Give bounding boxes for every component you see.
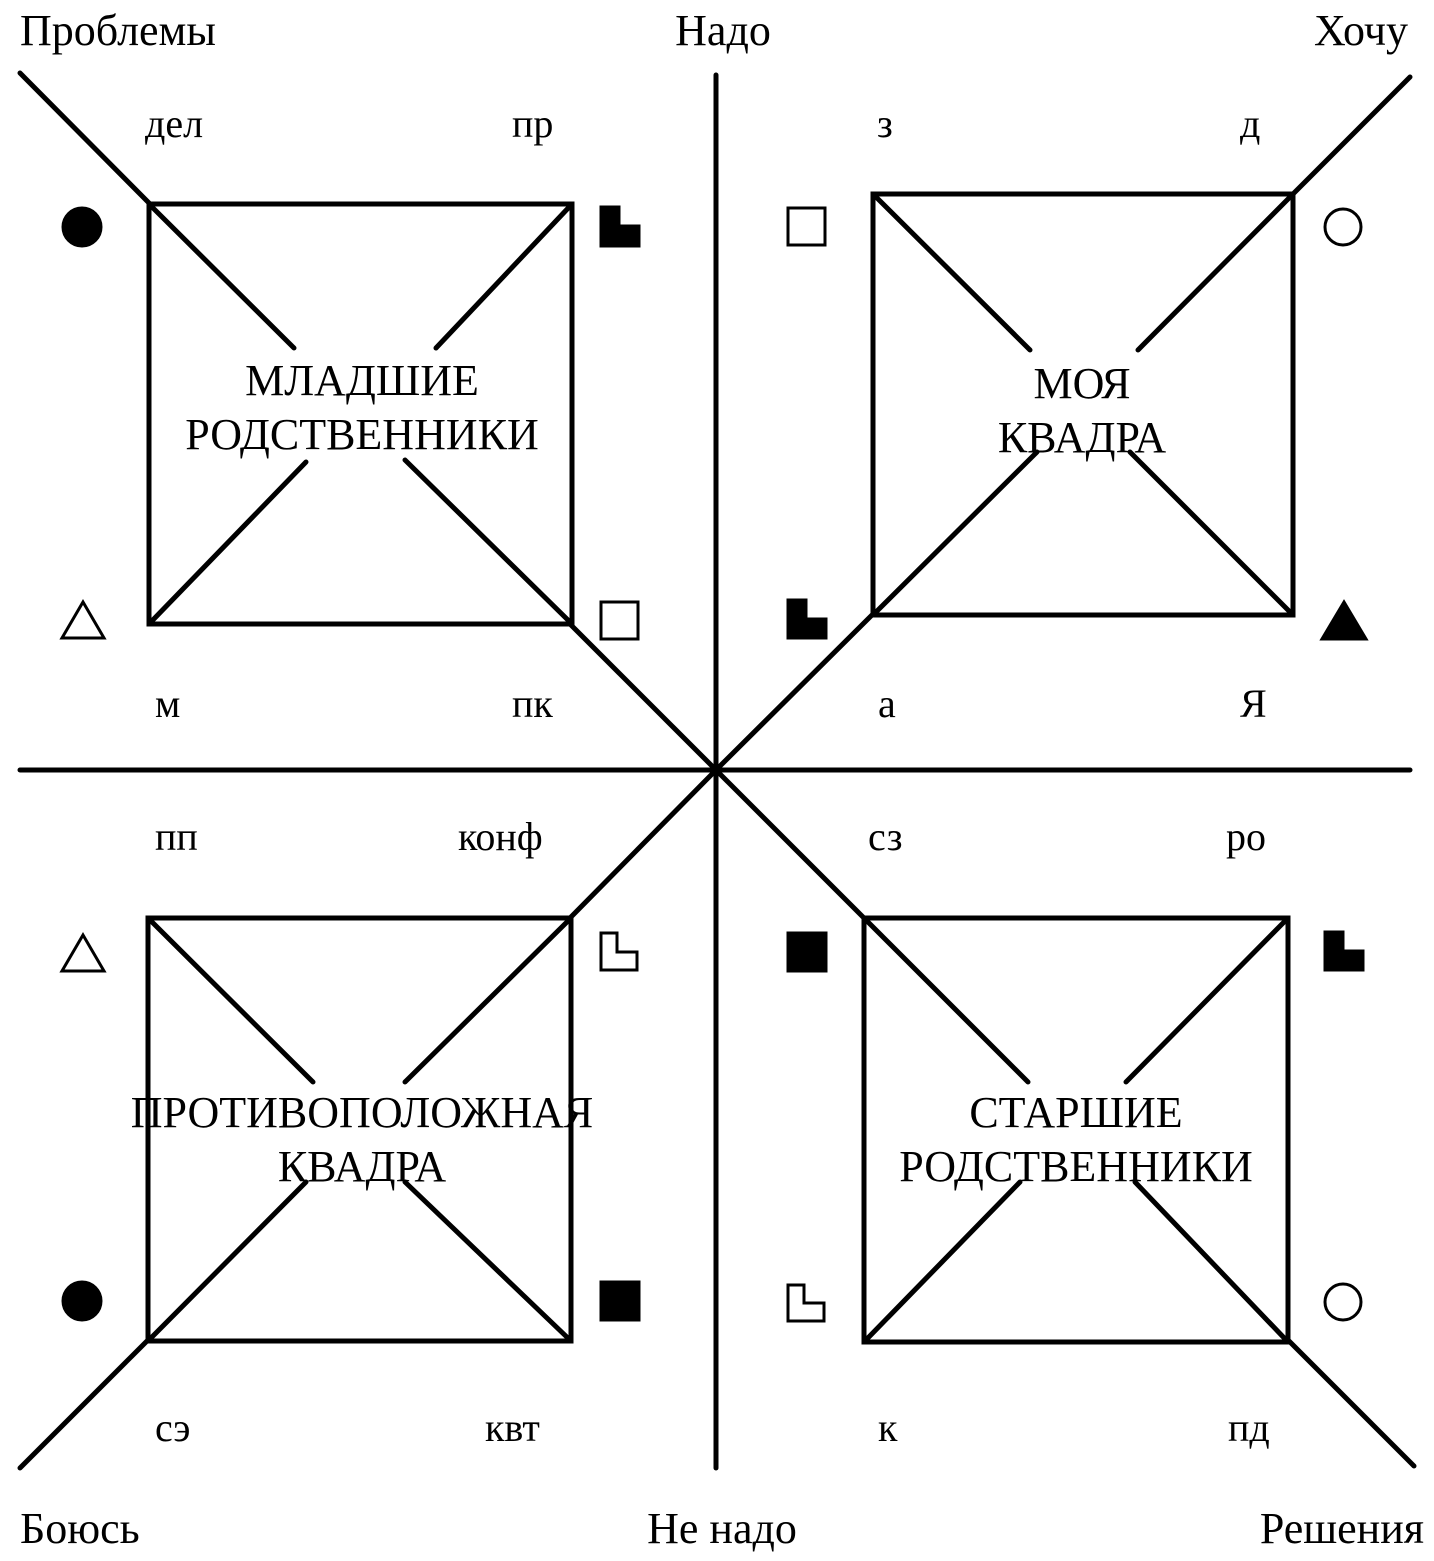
label-top-left: дел [145, 101, 203, 146]
label-bottom-right: Я [1240, 681, 1267, 726]
filled-triangle-icon [1319, 599, 1369, 641]
label-bottom-right: пк [512, 681, 553, 726]
filled-square-icon [786, 931, 828, 973]
open-step-icon [786, 1283, 826, 1323]
quadrant-bottom-right: СТАРШИЕ РОДСТВЕННИКИ сз ро к пд [786, 814, 1365, 1450]
box-diagonal [870, 449, 1040, 618]
label-top-right: конф [458, 814, 543, 859]
box-diagonal [146, 201, 297, 351]
filled-step-icon [786, 598, 828, 640]
quadrant-title-line2: РОДСТВЕННИКИ [899, 1142, 1253, 1191]
box-diagonal [145, 915, 316, 1085]
box-diagonal [1135, 191, 1296, 353]
label-bottom-right: пд [1228, 1405, 1270, 1450]
diagonal-center-top-right [713, 611, 876, 773]
quadrant-top-left: МЛАДШИЕ РОДСТВЕННИКИ дел пр м пк [59, 101, 641, 726]
open-circle-icon [1323, 207, 1363, 247]
filled-square-icon [599, 1280, 641, 1322]
label-top-left: сз [868, 814, 903, 859]
box-diagonal [870, 191, 1033, 353]
box-diagonal [1127, 449, 1296, 618]
box-diagonal [145, 1179, 309, 1344]
diagonal-top-left [17, 70, 153, 207]
label-no-need: Не надо [647, 1504, 797, 1553]
quadrant-title-line2: КВАДРА [998, 413, 1167, 462]
open-triangle-icon [59, 599, 107, 640]
box-diagonal [402, 915, 574, 1085]
quadrant-title-line1: ПРОТИВОПОЛОЖНАЯ [131, 1088, 594, 1137]
label-bottom-left: а [878, 681, 896, 726]
open-square-icon [599, 600, 640, 641]
quadrant-box [146, 201, 575, 627]
label-fear: Боюсь [20, 1504, 140, 1553]
quadrant-bottom-left: ПРОТИВОПОЛОЖНАЯ КВАДРА пп конф сэ квт [59, 814, 641, 1450]
diagonal-center-top-left [567, 621, 719, 773]
diagonal-center-bottom-left [567, 767, 719, 921]
box-diagonal [402, 1179, 574, 1344]
diagonal-center-bottom-right [713, 767, 867, 921]
quadrant-title-line1: СТАРШИЕ [969, 1088, 1182, 1137]
label-bottom-left: к [878, 1405, 898, 1450]
quadrant-top-right: МОЯ КВАДРА з д а Я [786, 101, 1369, 726]
label-top-right: д [1240, 101, 1260, 146]
quadrant-title-line2: КВАДРА [278, 1142, 447, 1191]
label-top-left: з [877, 101, 893, 146]
quadrant-box [145, 915, 574, 1344]
label-want: Хочу [1314, 6, 1408, 55]
open-circle-icon [1323, 1282, 1363, 1322]
label-top-right: ро [1226, 814, 1266, 859]
box-diagonal [1123, 915, 1291, 1085]
box-diagonal [146, 459, 309, 627]
label-top-right: пр [512, 101, 553, 146]
open-step-icon [599, 931, 639, 972]
filled-circle-icon [61, 206, 103, 248]
diagonal-bottom-right [1285, 1337, 1417, 1469]
label-problems: Проблемы [20, 6, 216, 55]
label-solutions: Решения [1260, 1504, 1424, 1553]
box-diagonal [861, 1179, 1023, 1345]
label-need: Надо [675, 6, 771, 55]
diagonal-bottom-left [17, 1337, 151, 1471]
diagonal-top-right [1290, 74, 1413, 197]
filled-step-icon [1323, 930, 1365, 972]
quadrant-title-line2: РОДСТВЕННИКИ [185, 410, 539, 459]
label-top-left: пп [155, 814, 198, 859]
box-diagonal [1132, 1179, 1291, 1345]
open-triangle-icon [59, 932, 107, 973]
label-bottom-left: сэ [155, 1405, 190, 1450]
quadrant-box [870, 191, 1296, 618]
label-bottom-left: м [155, 681, 180, 726]
open-square-icon [786, 206, 827, 247]
filled-circle-icon [61, 1280, 103, 1322]
label-bottom-right: квт [485, 1405, 540, 1450]
quadrant-title-line1: МЛАДШИЕ [245, 356, 479, 405]
filled-step-icon [599, 205, 641, 248]
box-diagonal [861, 915, 1031, 1085]
quadrant-box [861, 915, 1291, 1345]
box-diagonal [402, 457, 575, 627]
quadrant-title-line1: МОЯ [1033, 359, 1130, 408]
box-diagonal [433, 201, 575, 351]
